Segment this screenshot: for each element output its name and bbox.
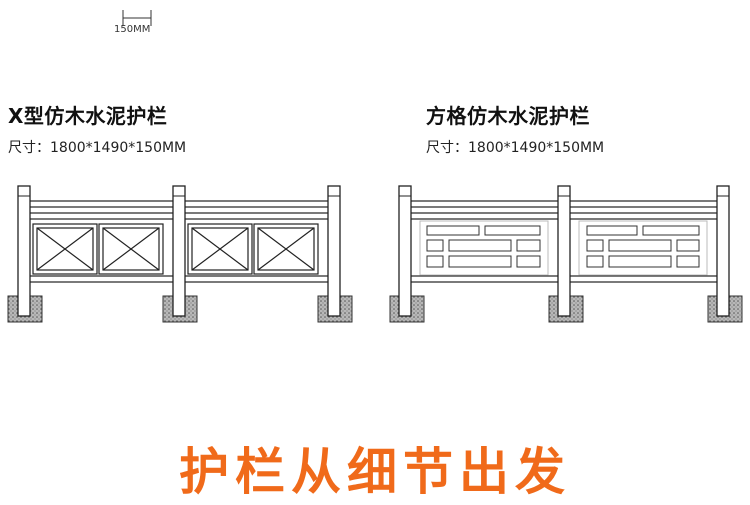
x-railing-drawing <box>7 185 353 323</box>
grid-railing-drawing <box>389 185 743 323</box>
section-heading: 护栏从细节出发 <box>179 443 571 501</box>
panel-title: 方格仿木水泥护栏 <box>426 104 590 128</box>
panel-size: 尺寸：1800*1490*150MM <box>426 140 605 156</box>
dimension-label: 150MM <box>114 24 151 35</box>
panel-title: X型仿木水泥护栏 <box>8 104 168 128</box>
post <box>17 185 31 317</box>
post <box>172 185 186 317</box>
panel-grid-railing: 方格仿木水泥护栏 尺寸：1800*1490*150MM <box>426 100 750 157</box>
panel-size: 尺寸：1800*1490*150MM <box>8 140 187 156</box>
post <box>327 185 341 317</box>
dimension-marker <box>122 10 152 26</box>
panel-x-railing: X型仿木水泥护栏 尺寸：1800*1490*150MM <box>8 100 368 157</box>
